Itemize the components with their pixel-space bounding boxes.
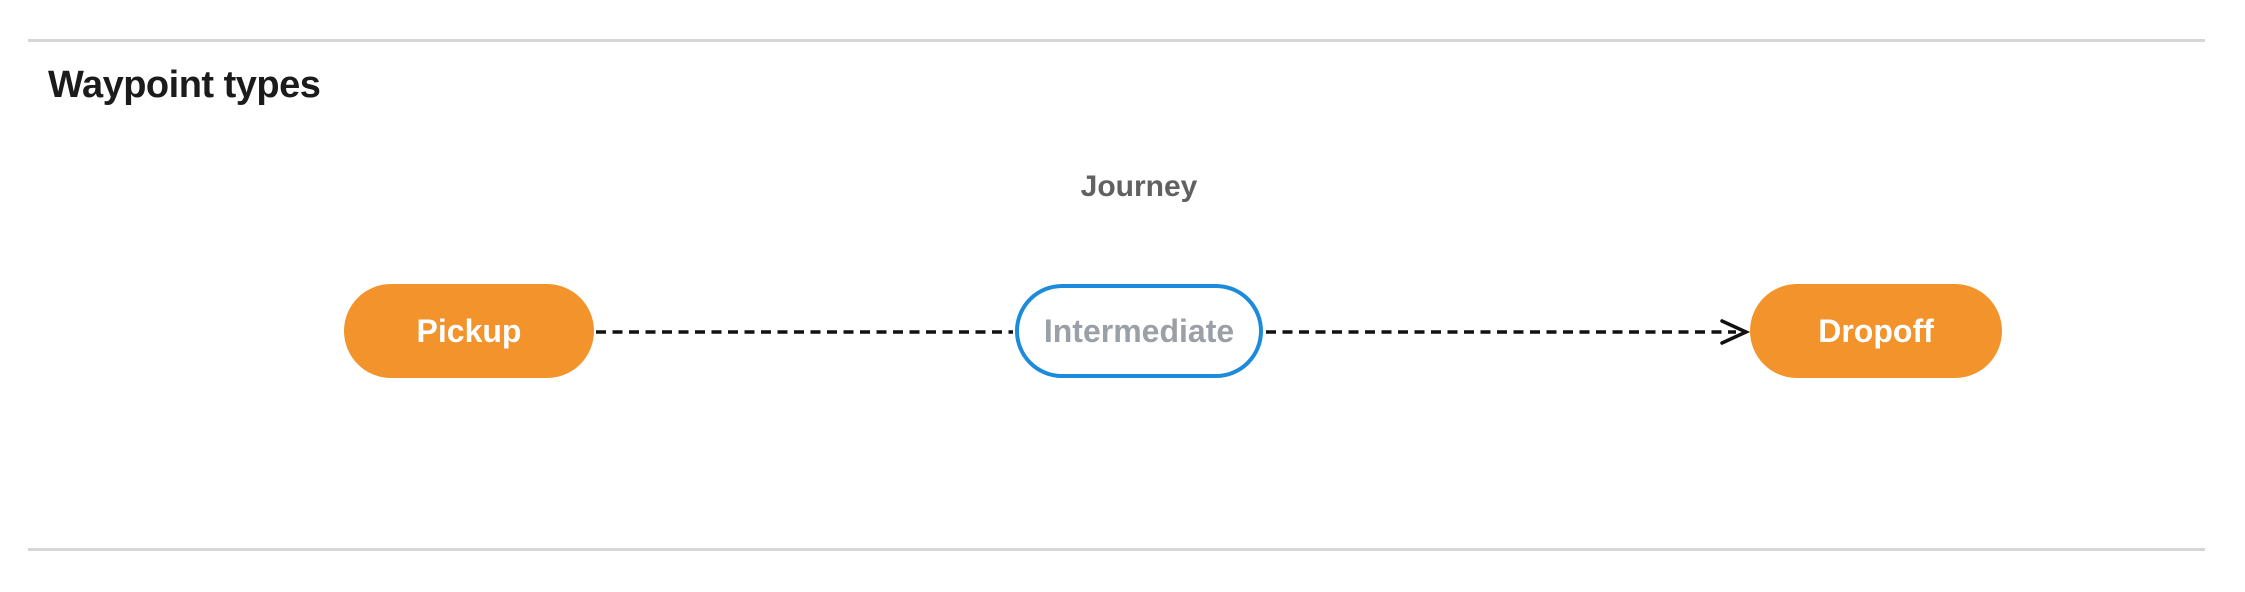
page-title: Waypoint types bbox=[48, 64, 321, 106]
node-intermediate: Intermediate bbox=[1015, 284, 1263, 378]
journey-group-label: Journey bbox=[1080, 170, 1198, 203]
node-dropoff: Dropoff bbox=[1750, 284, 2002, 378]
bottom-divider bbox=[28, 548, 2205, 551]
node-intermediate-label: Intermediate bbox=[1043, 312, 1235, 349]
top-divider bbox=[28, 39, 2205, 42]
arrowhead-icon bbox=[1720, 319, 1751, 345]
node-dropoff-label: Dropoff bbox=[1818, 312, 1934, 349]
node-pickup-label: Pickup bbox=[416, 312, 522, 349]
node-pickup: Pickup bbox=[344, 284, 594, 378]
